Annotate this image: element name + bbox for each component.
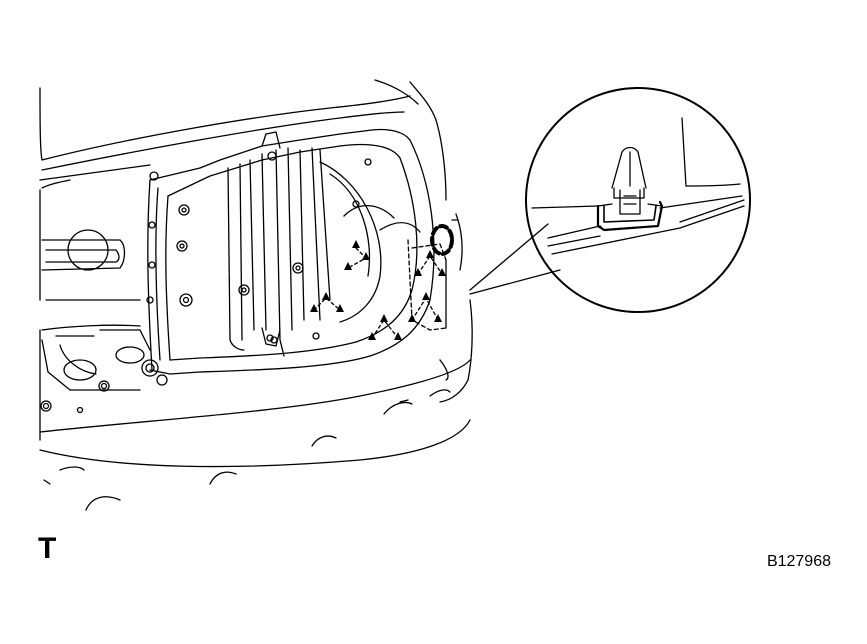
clip-marker-icon	[344, 240, 370, 270]
floor-contours	[43, 389, 451, 511]
clip-marker-icon	[368, 314, 402, 340]
clip-marker-icon	[414, 250, 446, 276]
callout-leaders	[469, 223, 561, 295]
view-code-label: T	[38, 532, 57, 565]
clip-marker-icon	[310, 292, 344, 312]
clip-marker-icon	[408, 292, 442, 322]
clip-marker-guides	[313, 247, 443, 339]
body-outline	[39, 79, 473, 468]
clip-detail-icon	[525, 87, 751, 313]
figure-number: B127968	[766, 553, 831, 570]
left-recess	[40, 229, 168, 414]
clip-markers	[310, 240, 446, 340]
spare-tire-carrier	[146, 128, 435, 375]
right-trim-panel	[407, 213, 463, 331]
highlighted-clip	[430, 224, 454, 256]
